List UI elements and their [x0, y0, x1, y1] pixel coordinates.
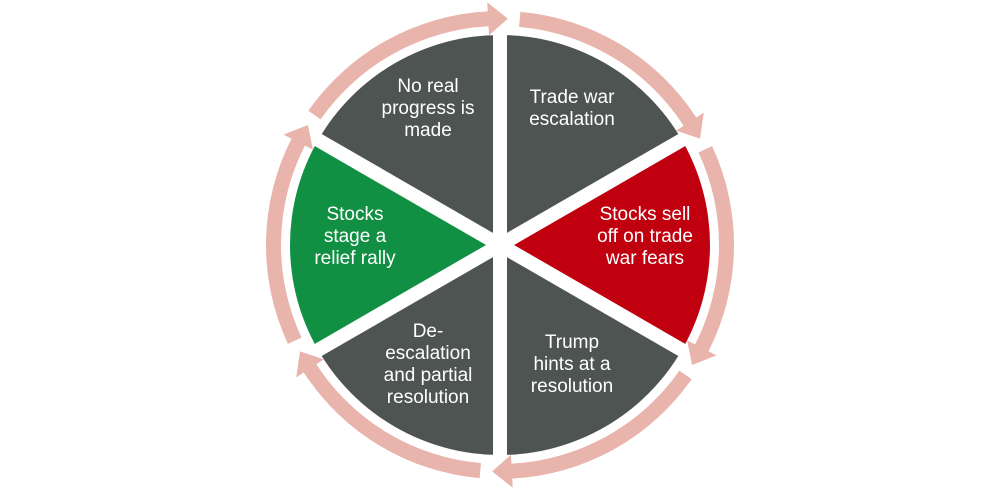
- segment-label-line: resolution: [531, 376, 613, 397]
- segment-label-line: Trump: [545, 332, 599, 353]
- segment-divider: [496, 132, 688, 252]
- segment-label-line: off on trade: [597, 226, 693, 247]
- segment-divider: [312, 132, 504, 252]
- segment-label-line: escalation: [529, 109, 615, 130]
- segment-trade-war-escalation: [500, 35, 682, 245]
- segment-label-line: relief rally: [314, 248, 396, 269]
- cycle-arrow: [687, 146, 735, 366]
- cycle-segments: [290, 35, 711, 455]
- segment-de-escalation: [318, 245, 500, 455]
- segment-label-line: stage a: [324, 226, 387, 247]
- segment-label-line: De-: [413, 321, 444, 342]
- segment-divider: [312, 238, 504, 358]
- segment-label-line: made: [404, 120, 452, 141]
- segment-label-line: Stocks sell: [600, 204, 691, 225]
- cycle-arrow: [266, 124, 313, 344]
- segment-stocks-sell-off: [500, 140, 711, 350]
- segment-trump-hints: [500, 245, 682, 455]
- segment-label-line: hints at a: [533, 354, 611, 375]
- cycle-arrow: [296, 351, 481, 479]
- cycle-arrows: [266, 2, 735, 488]
- segment-dividers: [312, 33, 688, 457]
- segment-label-line: No real: [397, 76, 458, 97]
- segment-divider: [496, 238, 688, 358]
- cycle-arrow: [519, 11, 704, 139]
- cycle-arrow: [492, 370, 692, 488]
- segment-label-line: war fears: [605, 248, 684, 269]
- segment-label-line: Stocks: [326, 204, 383, 225]
- segment-label-line: Trade war: [530, 87, 615, 108]
- segment-label-line: progress is: [382, 98, 475, 119]
- segment-label-line: escalation: [385, 343, 471, 364]
- segment-no-progress: [318, 35, 500, 245]
- cycle-arrow: [308, 2, 508, 120]
- segment-relief-rally: [290, 140, 500, 350]
- segment-label-line: resolution: [387, 387, 469, 408]
- segment-label-line: and partial: [384, 365, 473, 386]
